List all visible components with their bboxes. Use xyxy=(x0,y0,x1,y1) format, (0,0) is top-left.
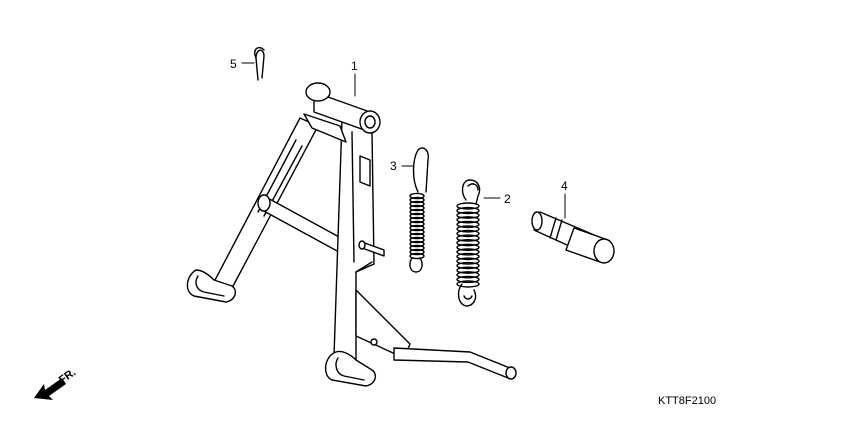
callout-5: 5 xyxy=(230,57,237,71)
small-spring xyxy=(409,147,430,273)
stand-left-foot xyxy=(186,269,237,303)
large-spring-coil xyxy=(456,275,480,284)
small-spring-coil xyxy=(409,244,425,252)
stand-kick-lever xyxy=(393,347,511,379)
small-spring-coil xyxy=(409,204,425,212)
small-spring-bottom-hook xyxy=(409,257,423,273)
cotter-pin-loop xyxy=(254,46,265,59)
large-spring xyxy=(456,179,481,307)
small-spring-coil xyxy=(409,232,425,240)
stand-bracket xyxy=(359,155,371,187)
small-spring-coil xyxy=(409,192,425,200)
front-arrow-icon xyxy=(34,378,66,400)
stand-right-foot-detail xyxy=(335,357,365,381)
front-direction-indicator: FR. xyxy=(34,366,78,400)
large-spring-coil xyxy=(456,243,480,252)
callout-2: 2 xyxy=(504,192,511,206)
small-spring-coil xyxy=(409,196,425,204)
callout-4: 4 xyxy=(561,179,568,193)
large-spring-coil xyxy=(456,229,480,238)
small-spring-coil xyxy=(409,252,425,260)
large-spring-coil xyxy=(456,248,480,256)
stand-pivot-tube-hole xyxy=(364,115,376,129)
large-spring-coil xyxy=(456,234,480,242)
small-spring-coil xyxy=(409,220,425,228)
stand-right-foot xyxy=(325,350,377,387)
large-spring-coil xyxy=(456,238,480,247)
large-spring-coil xyxy=(456,271,480,279)
stand-pivot-tube-end-left xyxy=(305,82,331,102)
large-spring-coil xyxy=(456,257,480,265)
pin-groove xyxy=(549,217,563,241)
large-spring-top-hook xyxy=(461,179,481,205)
pin-tip xyxy=(531,211,543,231)
stand-kick-lever-tip xyxy=(505,366,517,380)
large-spring-coil xyxy=(456,216,480,224)
small-spring-coil xyxy=(409,216,425,224)
cotter-pin xyxy=(254,46,265,81)
pivot-pin xyxy=(531,211,615,264)
diagram-code: KTT8F2100 xyxy=(658,395,716,407)
callout-3: 3 xyxy=(390,159,397,173)
small-spring-coil xyxy=(409,248,425,256)
stand-top-web xyxy=(303,113,347,143)
large-spring-coils xyxy=(456,202,480,288)
large-spring-coil xyxy=(456,252,480,261)
pin-head xyxy=(593,238,615,264)
large-spring-coil xyxy=(456,206,480,215)
large-spring-coil xyxy=(456,225,480,233)
small-spring-coil xyxy=(409,224,425,232)
small-spring-coil xyxy=(409,200,425,208)
large-spring-coil xyxy=(456,266,480,274)
stand-left-foot-detail xyxy=(195,275,225,297)
cotter-pin-shape xyxy=(255,49,265,81)
large-spring-coil xyxy=(456,220,480,229)
callout-1: 1 xyxy=(351,59,358,73)
large-spring-coil xyxy=(456,211,480,219)
stand-cross-bar-end xyxy=(257,194,271,212)
large-spring-coil xyxy=(456,280,480,288)
stand-bolt-head xyxy=(358,240,366,250)
large-spring-coil xyxy=(456,202,480,210)
small-spring-top-hook xyxy=(412,147,430,193)
stand-plate-hole xyxy=(370,338,378,346)
small-spring-coil xyxy=(409,236,425,244)
small-spring-coils xyxy=(409,192,425,260)
stand-right-leg-edge xyxy=(351,131,373,273)
small-spring-coil xyxy=(409,212,425,220)
stand-pivot-tube-end-right xyxy=(359,110,381,134)
main-stand xyxy=(186,82,517,387)
large-spring-bottom-hook xyxy=(457,283,477,307)
small-spring-coil xyxy=(409,240,425,248)
small-spring-coil xyxy=(409,208,425,216)
large-spring-top-hook-back xyxy=(467,183,479,191)
large-spring-coil xyxy=(456,261,480,270)
large-spring-bottom-hook-back xyxy=(463,295,473,300)
small-spring-coil xyxy=(409,228,425,236)
